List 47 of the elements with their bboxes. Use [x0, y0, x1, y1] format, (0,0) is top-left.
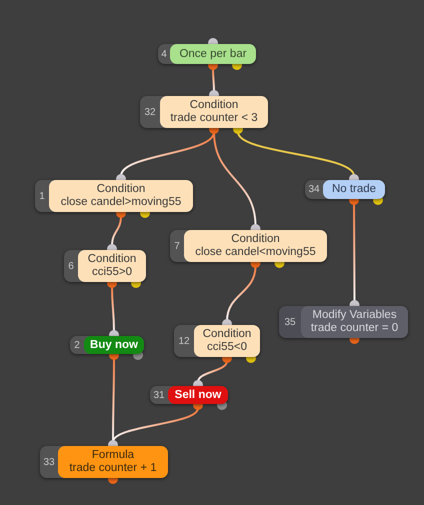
connector-line — [212, 68, 215, 92]
connector-line — [111, 286, 115, 332]
block-number: 34 — [307, 183, 321, 197]
block-title: Formula — [92, 449, 134, 462]
block-node — [150, 386, 228, 404]
block-node — [140, 96, 268, 128]
block-number: 2 — [73, 338, 81, 352]
block-detail: close candel>moving55 — [60, 196, 182, 209]
connector-line — [120, 132, 215, 176]
block-node — [70, 336, 144, 354]
block-number: 1 — [38, 190, 46, 204]
block-node — [174, 325, 260, 357]
connector-line — [237, 132, 355, 176]
block-number: 4 — [160, 48, 168, 62]
block-number: 33 — [42, 456, 56, 470]
block-title: Condition — [190, 99, 238, 112]
connector-line — [226, 266, 256, 322]
block-node — [305, 180, 385, 199]
connector-line — [213, 132, 256, 226]
block-number: 35 — [283, 316, 297, 330]
block-detail: trade counter + 1 — [69, 462, 157, 475]
connector-line — [112, 358, 115, 442]
block-title: Condition — [96, 183, 146, 196]
block-number: 6 — [67, 260, 75, 274]
block-number: 31 — [152, 388, 166, 402]
connector-line — [111, 216, 122, 246]
block-node — [279, 306, 408, 338]
block-title: Modify Variables — [312, 309, 397, 322]
connector-line — [353, 203, 356, 302]
block-detail: cci55<0 — [207, 341, 247, 354]
block-title: Condition — [231, 233, 280, 246]
block-number: 7 — [173, 240, 181, 254]
block-label: Buy now — [84, 336, 144, 354]
block-title: Condition — [202, 328, 252, 341]
block-label: Sell now — [168, 386, 228, 404]
block-detail: trade counter = 0 — [310, 322, 398, 335]
block-detail: cci55>0 — [92, 266, 132, 279]
connector-line — [197, 360, 228, 382]
block-title: Condition — [88, 253, 136, 266]
block-node — [64, 250, 146, 282]
block-detail: close candel<moving55 — [195, 246, 316, 259]
block-number: 32 — [143, 106, 157, 120]
connector-line — [112, 408, 199, 442]
block-label: No trade — [323, 180, 385, 199]
block-label: Once per bar — [170, 44, 256, 64]
block-number: 12 — [177, 334, 191, 348]
block-detail: trade counter < 3 — [170, 112, 258, 125]
